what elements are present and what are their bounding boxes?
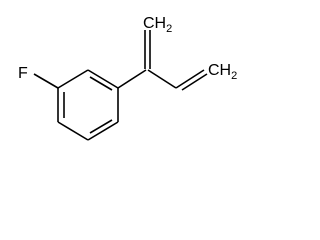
ring-inner-double-top-right [89, 76, 113, 91]
ring-inner-double-bottom-right [89, 119, 113, 134]
ring-bond-top-left [57, 69, 89, 89]
methylene-top-label: CH2 [143, 15, 172, 35]
methylene-right-label: CH2 [208, 62, 237, 82]
ring-bond-bottom-right [87, 121, 119, 141]
benzene-ring [57, 69, 119, 141]
bond-ring-to-vinyl-carbon [117, 69, 147, 89]
fluorine-atom-label: F [18, 65, 28, 82]
structural-formula: F CH2 CH2 [18, 15, 237, 141]
double-bond-right-line-2 [181, 73, 208, 91]
bond-vinyl-to-ch [147, 69, 177, 89]
double-bond-right-line-1 [175, 69, 205, 89]
ring-bond-bottom-left [57, 121, 89, 141]
bond-ring-to-fluorine [33, 73, 59, 89]
ring-bond-top-right [87, 69, 119, 89]
